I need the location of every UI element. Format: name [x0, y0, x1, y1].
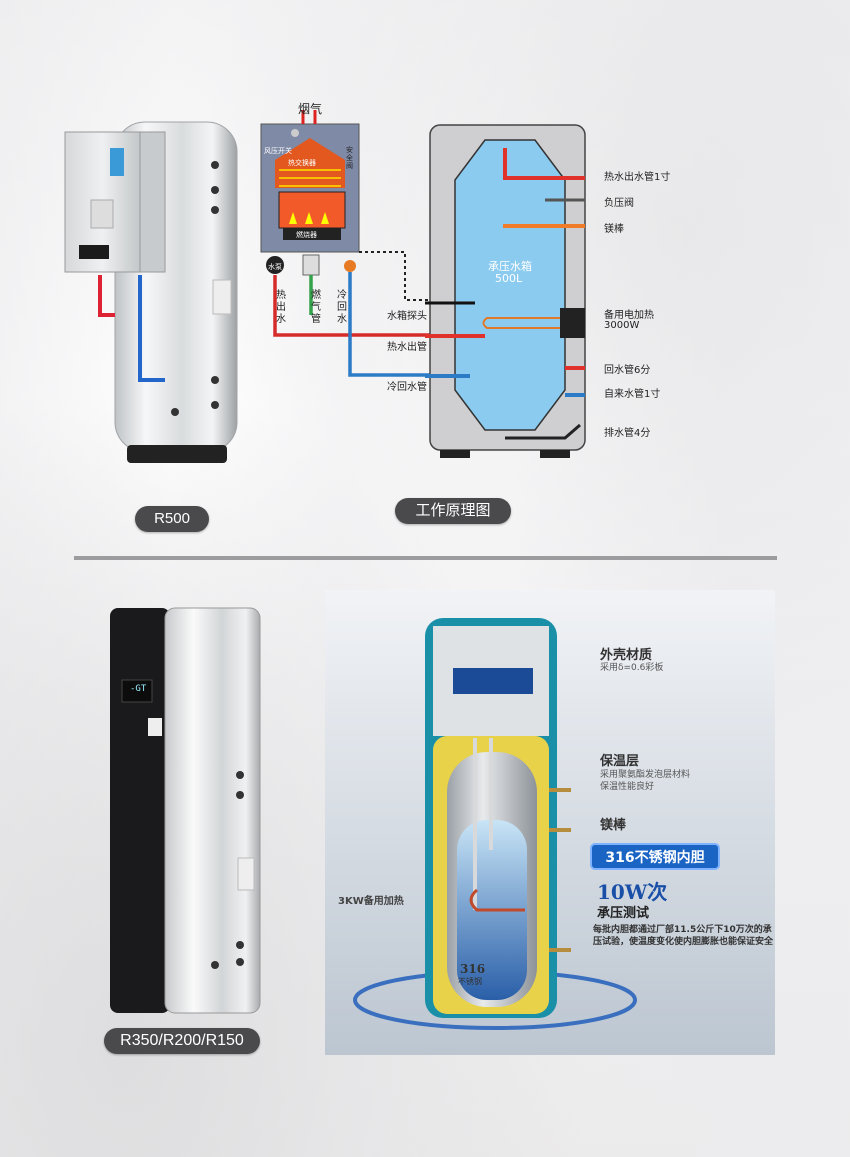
hot-outlet-pipe-label: 热水出管 [387, 342, 427, 353]
hot-outlet-label: 热水出水管1寸 [604, 172, 671, 183]
r500-heater-image [64, 121, 238, 463]
tank-volume-label: 500L [495, 272, 523, 285]
r350-heater-image [110, 607, 261, 1014]
tank-diagram [425, 124, 586, 458]
test-count: 10W次 [597, 880, 668, 904]
drain-pipe-label: 排水管4分 [604, 428, 651, 439]
shell-material-title: 外壳材质 [600, 648, 653, 663]
section-divider [74, 556, 777, 560]
pump-label: 水泵 [268, 263, 282, 271]
tank-mark-316: 316 [460, 962, 486, 976]
insulation-sub-1: 采用聚氨酯发泡层材料 [600, 770, 691, 780]
tank-mark-stainless: 不锈钢 [458, 977, 482, 986]
hot-out-pipe-label: 热出水 [276, 290, 286, 325]
cutaway-illustration [325, 590, 775, 1055]
burner-label: 燃烧器 [296, 231, 317, 239]
cold-back-pipe-label: 冷回水 [337, 290, 347, 325]
pressure-test-title: 承压测试 [597, 906, 650, 921]
tank-name-label: 承压水箱 [488, 260, 532, 273]
electric-heat-label: 备用电加热 [604, 310, 654, 321]
r500-model-label: R500 [135, 506, 209, 532]
gas-pipe-label: 燃气管 [311, 290, 321, 325]
fan-switch-label: 风压开关 [264, 147, 292, 155]
tank-probe-label: 水箱探头 [387, 311, 427, 322]
pressure-test-desc: 每批内胆都通过厂部11.5公斤下10万次的承压试验，使温度变化使内胆膨胀也能保证… [593, 925, 774, 947]
return-pipe-label: 回水管6分 [604, 365, 651, 376]
backup-heater-callout: 3KW备用加热 [338, 896, 404, 907]
models-label: R350/R200/R150 [104, 1028, 260, 1054]
diagram-title-label: 工作原理图 [395, 498, 511, 524]
insulation-sub-2: 保温性能良好 [600, 782, 655, 792]
liner-badge: 316不锈钢内胆 [590, 843, 720, 870]
heat-exchanger-label: 热交换器 [288, 159, 316, 167]
mg-rod-label: 镁棒 [604, 224, 624, 235]
insulation-title: 保温层 [600, 754, 640, 769]
electric-power-label: 3000W [604, 320, 640, 331]
safety-valve-label: 安全阀 [346, 146, 353, 170]
flue-label: 烟气 [298, 102, 323, 116]
heater-schematic [260, 110, 435, 377]
tap-water-label: 自来水管1寸 [604, 389, 661, 400]
mg-rod-callout: 镁棒 [600, 818, 627, 833]
vacuum-valve-label: 负压阀 [604, 198, 634, 209]
cold-return-pipe-label: 冷回水管 [387, 382, 427, 393]
display-readout: -GT [130, 684, 147, 694]
shell-material-sub: 采用δ=0.6彩板 [600, 663, 664, 673]
